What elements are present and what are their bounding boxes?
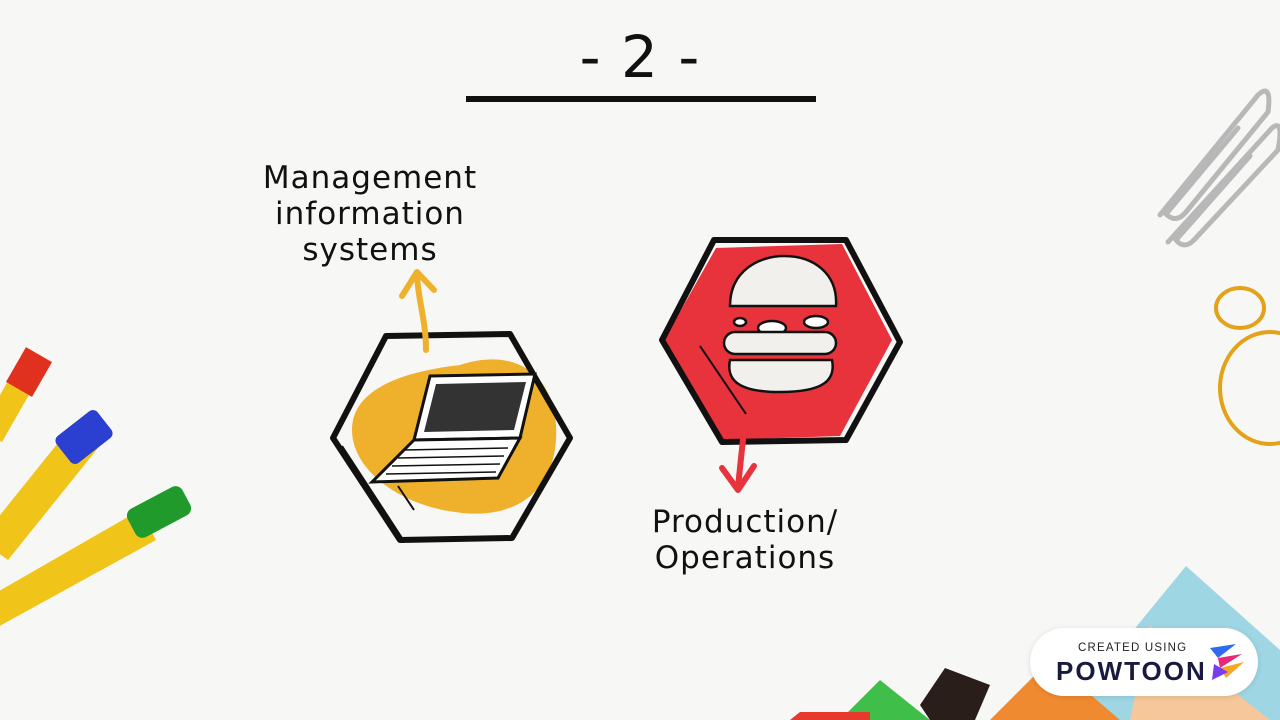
badge-caption: CREATED USING: [1078, 642, 1188, 654]
up-arrow-icon: [399, 269, 437, 353]
title-underline: [466, 96, 816, 102]
laptop-icon: [368, 372, 537, 484]
pen-icon: [0, 486, 192, 626]
powtoon-logo-icon: [1210, 644, 1244, 680]
mis-label: Management information systems: [262, 160, 478, 268]
pen-icon: [0, 410, 113, 560]
rubber-band-icon: [1214, 286, 1280, 446]
slide-number: - 2 -: [579, 23, 701, 91]
burger-icon: [722, 254, 838, 394]
pen-icon: [0, 347, 52, 442]
paperclip-icon: [1157, 88, 1280, 248]
badge-brand: POWTOON: [1056, 656, 1207, 686]
operations-label: Production/ Operations: [651, 504, 839, 576]
down-arrow-icon: [719, 427, 757, 493]
powtoon-badge[interactable]: CREATED USING POWTOON: [1030, 628, 1258, 696]
